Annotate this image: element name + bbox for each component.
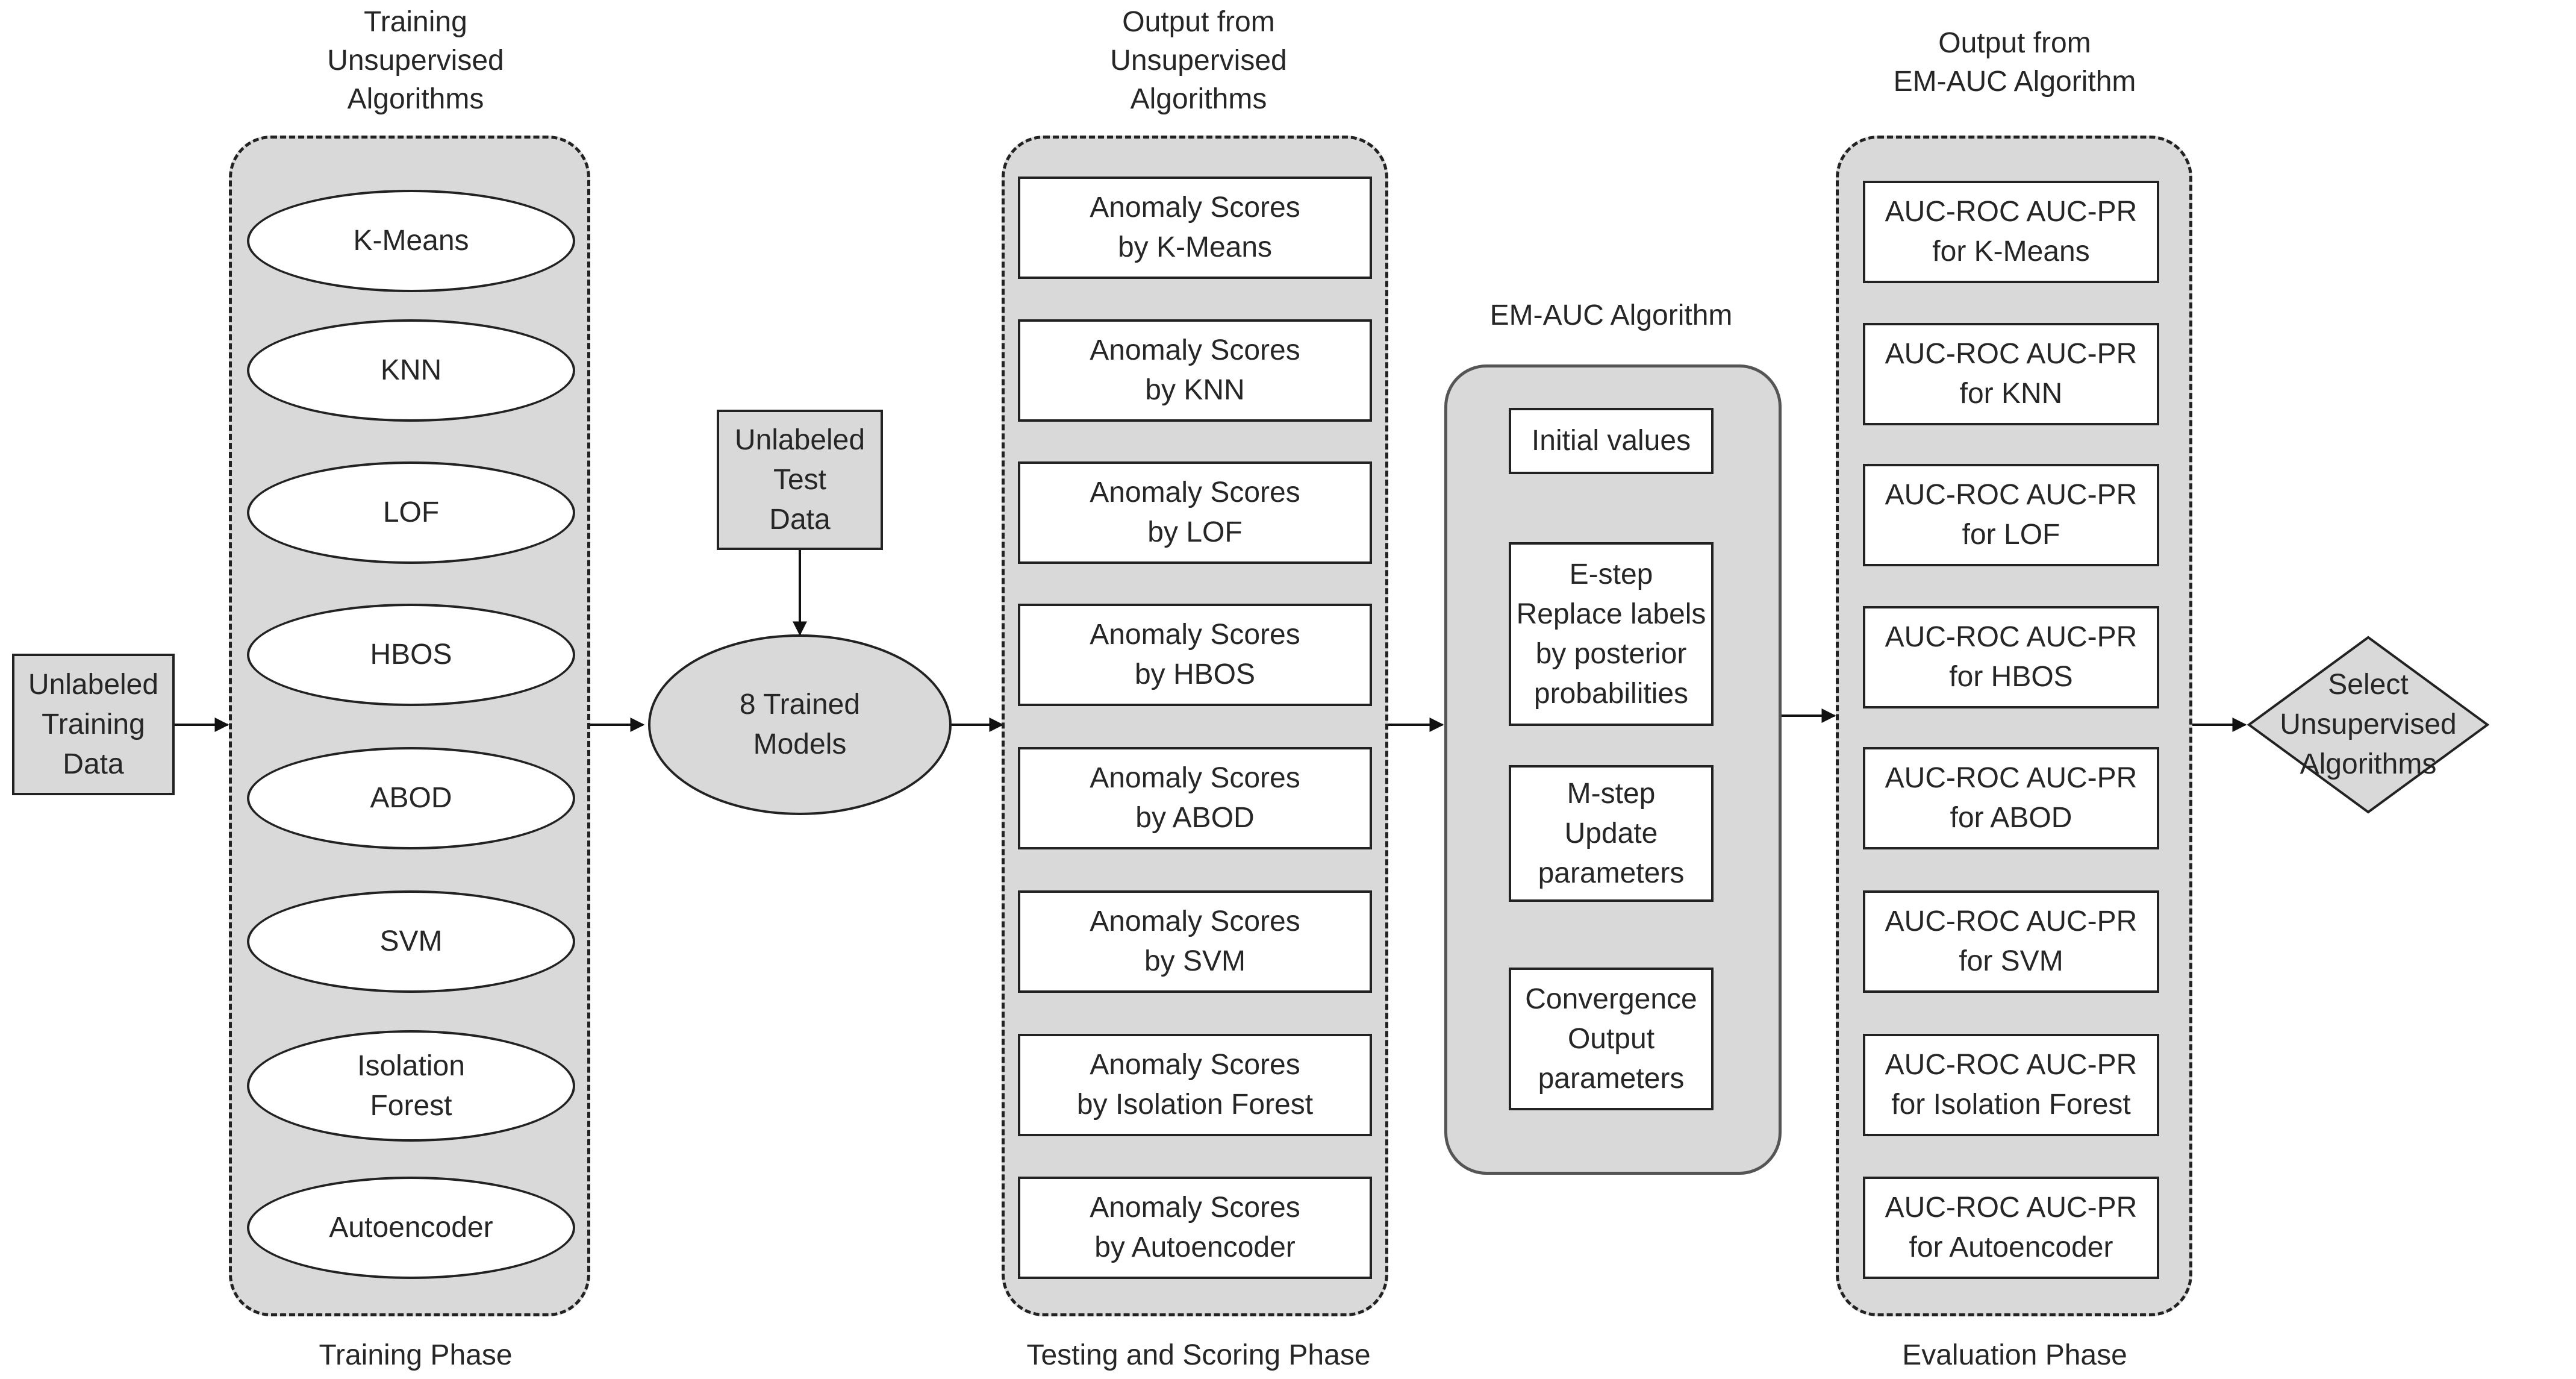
auc-box-autoencoder: AUC-ROC AUC-PR for Autoencoder [1863,1177,2159,1279]
algorithm-node-k-means: K-Means [247,190,575,292]
header-em-auc-algorithm: EM-AUC Algorithm [1489,299,1733,331]
algorithm-node-isolation-forest: Isolation Forest [247,1030,575,1142]
auc-panel [1836,136,2192,1316]
header-output-unsupervised: Output from Unsupervised Algorithms [1110,6,1287,115]
score-box-isolation-forest: Anomaly Scores by Isolation Forest [1018,1034,1372,1136]
algorithm-node-abod: ABOD [247,747,575,849]
phase-label-testing: Testing and Scoring Phase [1026,1339,1371,1371]
header-training-algorithms: Training Unsupervised Algorithms [327,6,504,115]
em-convergence: Convergence Output parameters [1509,968,1714,1110]
auc-box-k-means: AUC-ROC AUC-PR for K-Means [1863,181,2159,283]
phase-label-evaluation: Evaluation Phase [1902,1339,2127,1371]
algorithm-node-knn: KNN [247,319,575,422]
header-output-em-auc: Output from EM-AUC Algorithm [1893,27,2136,98]
unlabeled-training-data: Unlabeled Training Data [12,654,175,795]
score-box-lof: Anomaly Scores by LOF [1018,461,1372,564]
score-box-hbos: Anomaly Scores by HBOS [1018,604,1372,706]
auc-box-knn: AUC-ROC AUC-PR for KNN [1863,323,2159,425]
scores-panel [1002,136,1388,1316]
auc-box-abod: AUC-ROC AUC-PR for ABOD [1863,747,2159,849]
select-algorithms-label: Select Unsupervised Algorithms [2280,669,2457,780]
phase-label-training: Training Phase [319,1339,513,1371]
algorithm-node-hbos: HBOS [247,604,575,706]
score-box-autoencoder: Anomaly Scores by Autoencoder [1018,1177,1372,1279]
auc-box-hbos: AUC-ROC AUC-PR for HBOS [1863,606,2159,708]
auc-box-svm: AUC-ROC AUC-PR for SVM [1863,890,2159,993]
auc-box-isolation-forest: AUC-ROC AUC-PR for Isolation Forest [1863,1034,2159,1136]
algorithm-node-svm: SVM [247,890,575,993]
score-box-k-means: Anomaly Scores by K-Means [1018,177,1372,279]
trained-models-node: 8 Trained Models [648,634,952,815]
algorithm-node-autoencoder: Autoencoder [247,1177,575,1279]
algorithm-node-lof: LOF [247,461,575,564]
em-initial-values: Initial values [1509,408,1714,474]
score-box-svm: Anomaly Scores by SVM [1018,890,1372,993]
em-e-step: E-step Replace labels by posterior proba… [1509,542,1714,726]
score-box-abod: Anomaly Scores by ABOD [1018,747,1372,849]
auc-box-lof: AUC-ROC AUC-PR for LOF [1863,464,2159,566]
em-m-step: M-step Update parameters [1509,765,1714,902]
unlabeled-test-data: Unlabeled Test Data [717,410,883,550]
select-algorithms-diamond [2247,636,2490,814]
score-box-knn: Anomaly Scores by KNN [1018,319,1372,422]
